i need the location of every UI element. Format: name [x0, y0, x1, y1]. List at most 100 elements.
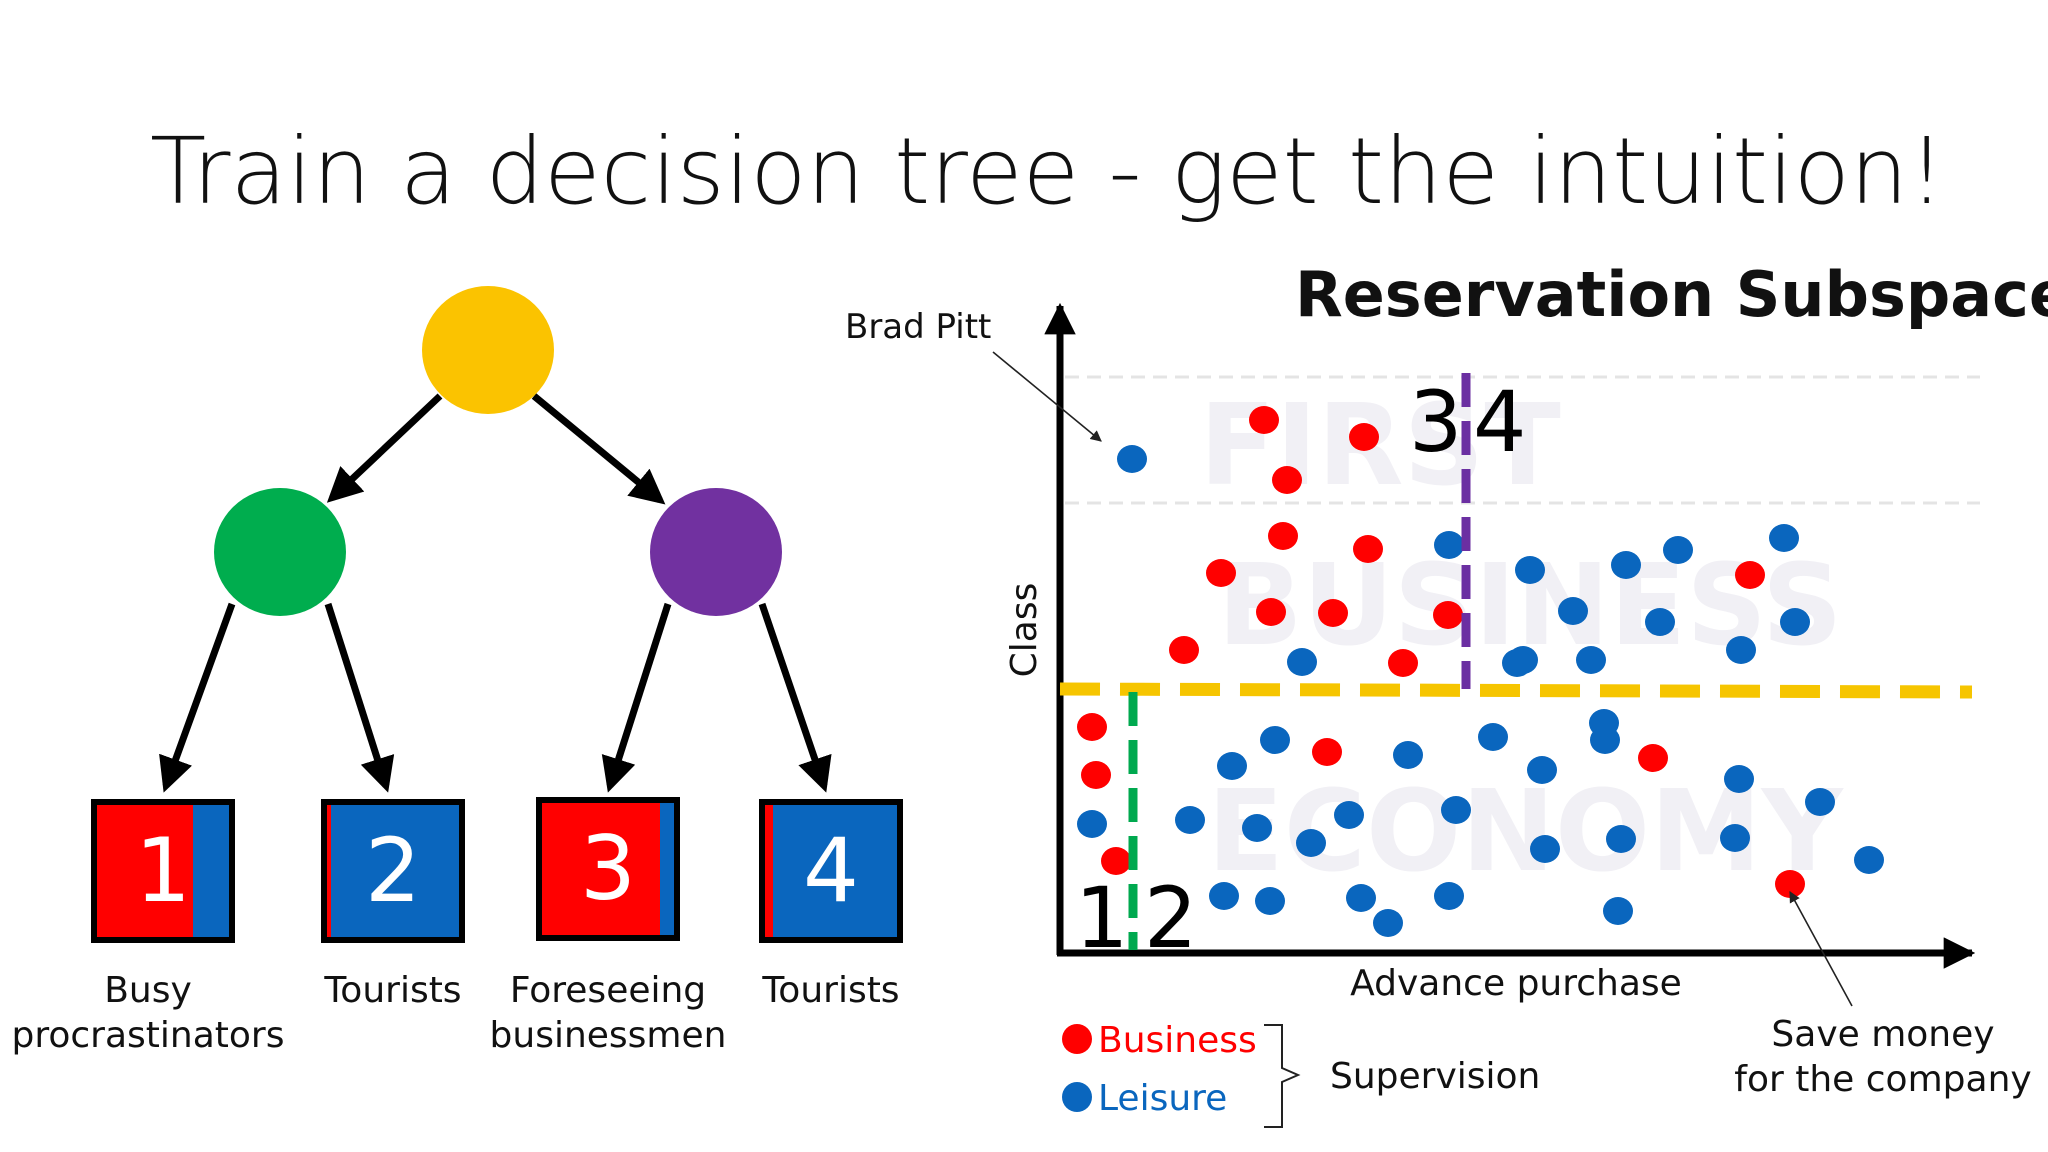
business-point [1433, 601, 1463, 629]
business-point [1077, 713, 1107, 741]
leisure-point [1854, 846, 1884, 874]
legend-bracket [1264, 1024, 1301, 1128]
leisure-point [1255, 887, 1285, 915]
leisure-point [1434, 882, 1464, 910]
leaf-border [91, 799, 235, 943]
leaf-1-caption: Busy procrastinators [8, 968, 288, 1058]
caption-line: businessmen [489, 1015, 727, 1056]
x-axis-label: Advance purchase [1350, 963, 1682, 1004]
leaf-4-caption: Tourists [721, 968, 941, 1013]
leisure-point [1769, 524, 1799, 552]
leisure-point [1346, 884, 1376, 912]
leisure-point [1217, 752, 1247, 780]
left-node [214, 488, 346, 616]
business-point [1735, 561, 1765, 589]
leaf-leisure-fill [193, 802, 232, 940]
leaf-leisure-fill [660, 800, 677, 938]
leaf-4: 4 [759, 799, 903, 943]
leisure-point [1077, 810, 1107, 838]
slide-title: Train a decision tree - get the intuitio… [150, 118, 1946, 225]
leisure-point [1576, 646, 1606, 674]
leisure-point [1502, 649, 1532, 677]
tree-edge-root-right [531, 393, 666, 505]
caption-line: Busy [104, 970, 192, 1011]
leaf-2: 2 [321, 799, 465, 943]
leaf-2-caption: Tourists [283, 968, 503, 1013]
leisure-point [1334, 801, 1364, 829]
brad-pitt-label: Brad Pitt [845, 307, 991, 347]
leisure-point [1260, 726, 1290, 754]
leisure-point [1478, 723, 1508, 751]
leaf-border [536, 797, 680, 941]
business-point [1206, 559, 1236, 587]
business-point [1256, 598, 1286, 626]
leaf-3: 3 [536, 797, 680, 941]
leaf-number: 1 [135, 819, 191, 922]
root-node [422, 286, 554, 414]
points-layer [1077, 406, 1884, 937]
leaf-number: 4 [803, 819, 859, 922]
leaf-business-fill [762, 802, 773, 940]
leaf-border [759, 799, 903, 943]
leaf-business-fill [94, 802, 193, 940]
tree-edge-root-left [326, 393, 443, 503]
plot-title: Reservation Subspace [1295, 258, 2048, 331]
leisure-point [1606, 825, 1636, 853]
leisure-point [1527, 756, 1557, 784]
business-point [1249, 406, 1279, 434]
business-point [1353, 535, 1383, 563]
leisure-point [1242, 814, 1272, 842]
leisure-point [1589, 709, 1619, 737]
leisure-point [1441, 796, 1471, 824]
caption-line: Foreseeing [509, 970, 707, 1011]
legend-leisure-label: Leisure [1098, 1078, 1227, 1119]
leisure-point [1530, 835, 1560, 863]
yellow-split-line [1059, 682, 1973, 699]
business-point [1312, 738, 1342, 766]
leaf-number: 2 [365, 819, 421, 922]
business-point [1169, 636, 1199, 664]
region-label-1: 1 [1075, 869, 1128, 967]
business-point [1268, 522, 1298, 550]
leaf-number: 3 [580, 817, 636, 920]
leisure-point [1645, 608, 1675, 636]
leisure-point [1209, 882, 1239, 910]
brad-pitt-pointer [992, 351, 1102, 442]
save-money-line-2: for the company [1734, 1059, 2031, 1100]
tree-edge-right-leaf3 [601, 602, 672, 793]
leisure-point [1724, 765, 1754, 793]
business-point [1638, 744, 1668, 772]
caption-line: Tourists [762, 970, 900, 1011]
business-point [1349, 423, 1379, 451]
leaf-1: 1 [91, 799, 235, 943]
leisure-point [1515, 556, 1545, 584]
leaf-border [321, 799, 465, 943]
leisure-point [1663, 536, 1693, 564]
region-label-2: 2 [1144, 869, 1197, 967]
leisure-point [1287, 648, 1317, 676]
business-point [1775, 870, 1805, 898]
leisure-point [1780, 608, 1810, 636]
leaf-3-caption: Foreseeing businessmen [468, 968, 748, 1058]
business-point [1318, 599, 1348, 627]
leisure-point [1805, 788, 1835, 816]
region-label-4: 4 [1473, 373, 1526, 471]
caption-line: Tourists [324, 970, 462, 1011]
leisure-point [1558, 597, 1588, 625]
legend-business-marker [1062, 1024, 1092, 1054]
y-axis-label: Class [1004, 583, 1045, 678]
legend-supervision-label: Supervision [1330, 1056, 1540, 1097]
save-money-line-1: Save money [1771, 1014, 1994, 1055]
leisure-point [1117, 445, 1147, 473]
tree-edge-left-leaf1 [159, 602, 236, 793]
legend-business-label: Business [1098, 1020, 1257, 1061]
leisure-point [1296, 829, 1326, 857]
leisure-point [1603, 897, 1633, 925]
business-point [1272, 466, 1302, 494]
save-money-pointer [1789, 891, 1853, 1007]
leisure-point [1720, 824, 1750, 852]
leaf-leisure-fill [773, 802, 900, 940]
leisure-point [1175, 806, 1205, 834]
